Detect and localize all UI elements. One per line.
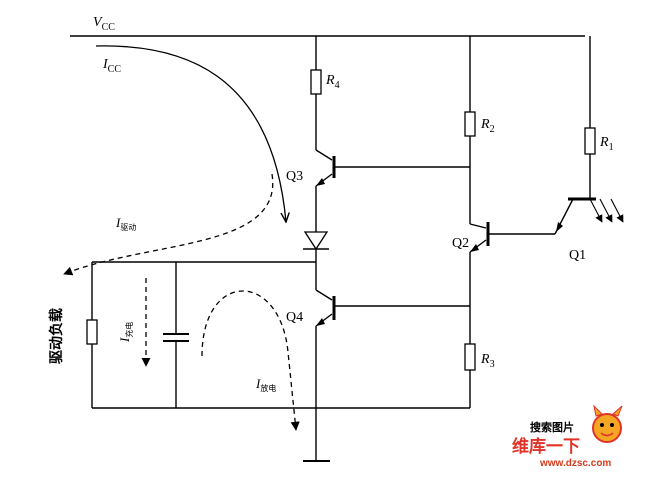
q1-stage: R1 Q1 xyxy=(554,36,624,263)
q3-q4-totem-pole: R4 Q3 Q4 xyxy=(286,36,470,462)
r2-label: R2 xyxy=(480,117,495,135)
r3-resistor xyxy=(464,343,476,371)
q3-emitter-arrow xyxy=(316,178,325,186)
q4-transistor xyxy=(315,289,470,327)
q2-stage: R2 Q2 R3 xyxy=(452,36,555,408)
r4-resistor xyxy=(310,69,322,95)
watermark: 搜索图片 维库一下 www.dzsc.com xyxy=(512,404,623,469)
watermark-badge: 搜索图片 xyxy=(530,420,574,434)
diode xyxy=(303,231,329,251)
q2-transistor xyxy=(469,222,555,253)
r4-label: R4 xyxy=(325,73,340,91)
charge-current-label: I充电 xyxy=(117,322,134,343)
current-arrows: ICC I驱动 I充电 I放电 xyxy=(63,45,300,431)
watermark-url: www.dzsc.com xyxy=(539,458,611,469)
watermark-text: 维库一下 xyxy=(512,436,580,457)
vcc-label: VCC xyxy=(93,15,115,33)
q4-emitter-arrow xyxy=(316,318,325,326)
drive-current-arrow xyxy=(63,173,274,276)
load-label: 驱动负载 xyxy=(48,308,65,364)
q2-label: Q2 xyxy=(452,236,469,251)
q2-emitter-arrow xyxy=(470,244,479,252)
r2-resistor xyxy=(464,111,476,137)
light-arrow-3 xyxy=(610,198,624,223)
load-branch: 驱动负载 xyxy=(48,261,470,409)
q1-phototransistor xyxy=(554,197,624,235)
watermark-mascot-icon xyxy=(592,404,623,443)
load-resistor xyxy=(86,319,98,345)
discharge-current-arrow xyxy=(201,290,300,431)
q3-label: Q3 xyxy=(286,169,303,184)
r3-label: R3 xyxy=(480,352,495,370)
light-arrow-1 xyxy=(589,198,603,223)
light-arrow-2 xyxy=(599,198,613,223)
capacitor xyxy=(163,262,189,408)
q1-label: Q1 xyxy=(569,248,586,263)
r1-resistor xyxy=(584,127,596,155)
discharge-current-label: I放电 xyxy=(255,376,276,393)
drive-current-label: I驱动 xyxy=(115,215,136,232)
r1-label: R1 xyxy=(599,135,614,153)
q4-label: Q4 xyxy=(286,310,303,325)
q3-transistor xyxy=(315,149,470,187)
icc-arrow xyxy=(95,45,286,222)
icc-label: ICC xyxy=(102,57,121,75)
